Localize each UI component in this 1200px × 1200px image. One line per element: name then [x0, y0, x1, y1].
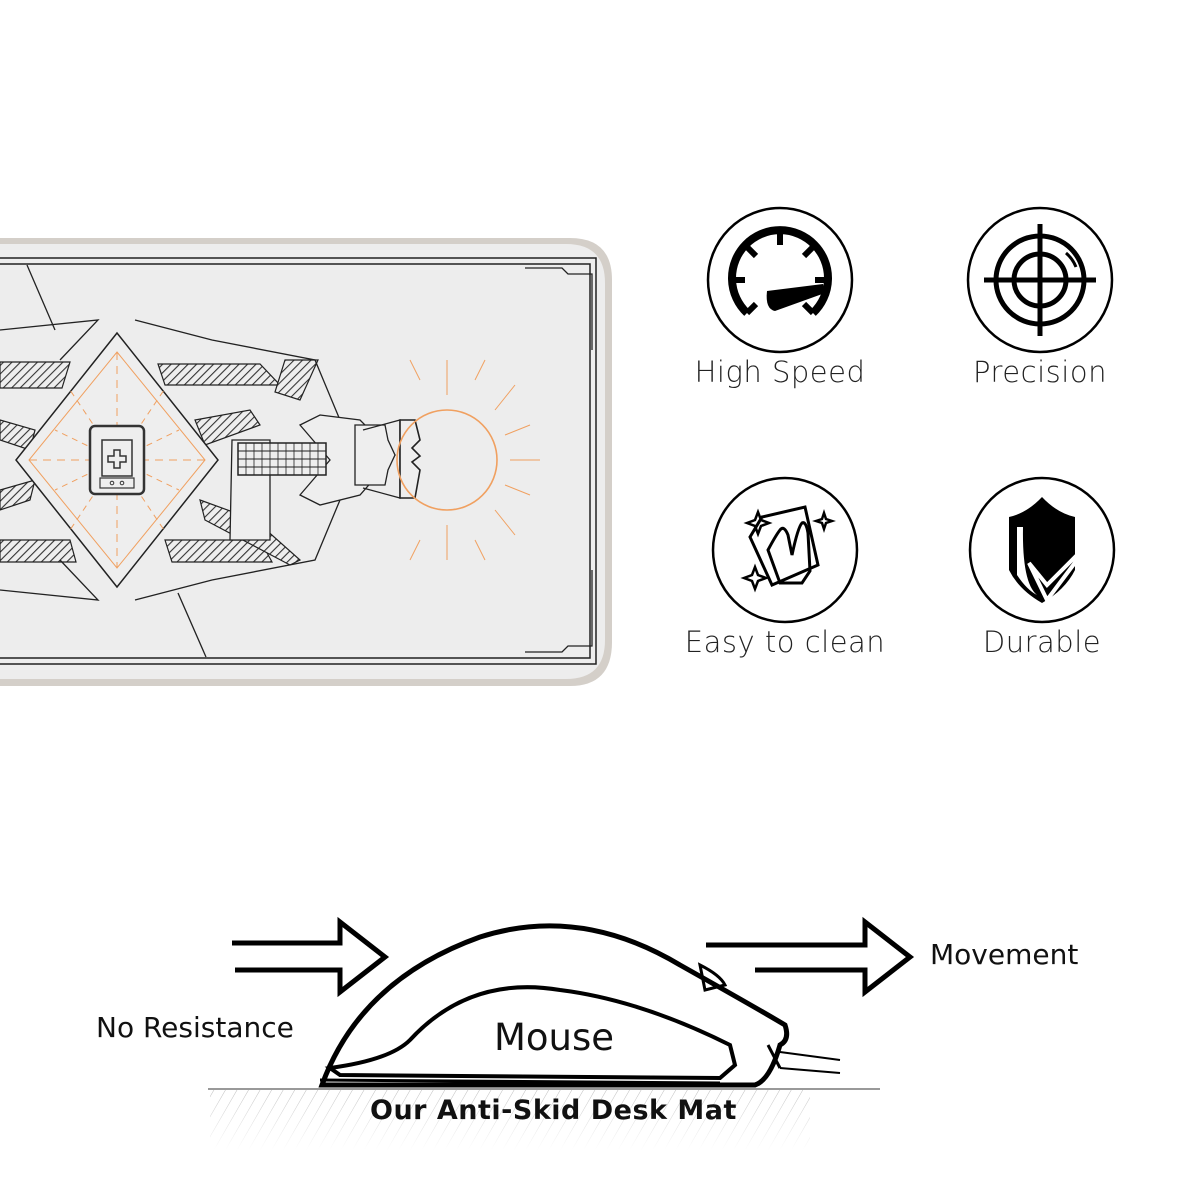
- feature-easy-to-clean: Easy to clean: [655, 475, 915, 659]
- feature-durable: Durable: [912, 475, 1172, 659]
- feature-high-speed: High Speed: [650, 205, 910, 389]
- movement-label: Movement: [930, 938, 1079, 971]
- wiping-hand-icon: [711, 476, 859, 624]
- desk-mat-label: Our Anti-Skid Desk Mat: [370, 1095, 737, 1126]
- feature-label: Easy to clean: [684, 625, 886, 659]
- mouse-label: Mouse: [494, 1016, 615, 1059]
- shield-check-icon: [968, 476, 1116, 624]
- feature-precision: Precision: [910, 205, 1170, 389]
- feature-label: Precision: [973, 355, 1107, 389]
- crosshair-icon: [966, 206, 1114, 354]
- speedometer-icon: [706, 206, 854, 354]
- no-resistance-label: No Resistance: [96, 1011, 294, 1044]
- feature-label: Durable: [982, 625, 1102, 659]
- feature-label: High Speed: [694, 355, 866, 389]
